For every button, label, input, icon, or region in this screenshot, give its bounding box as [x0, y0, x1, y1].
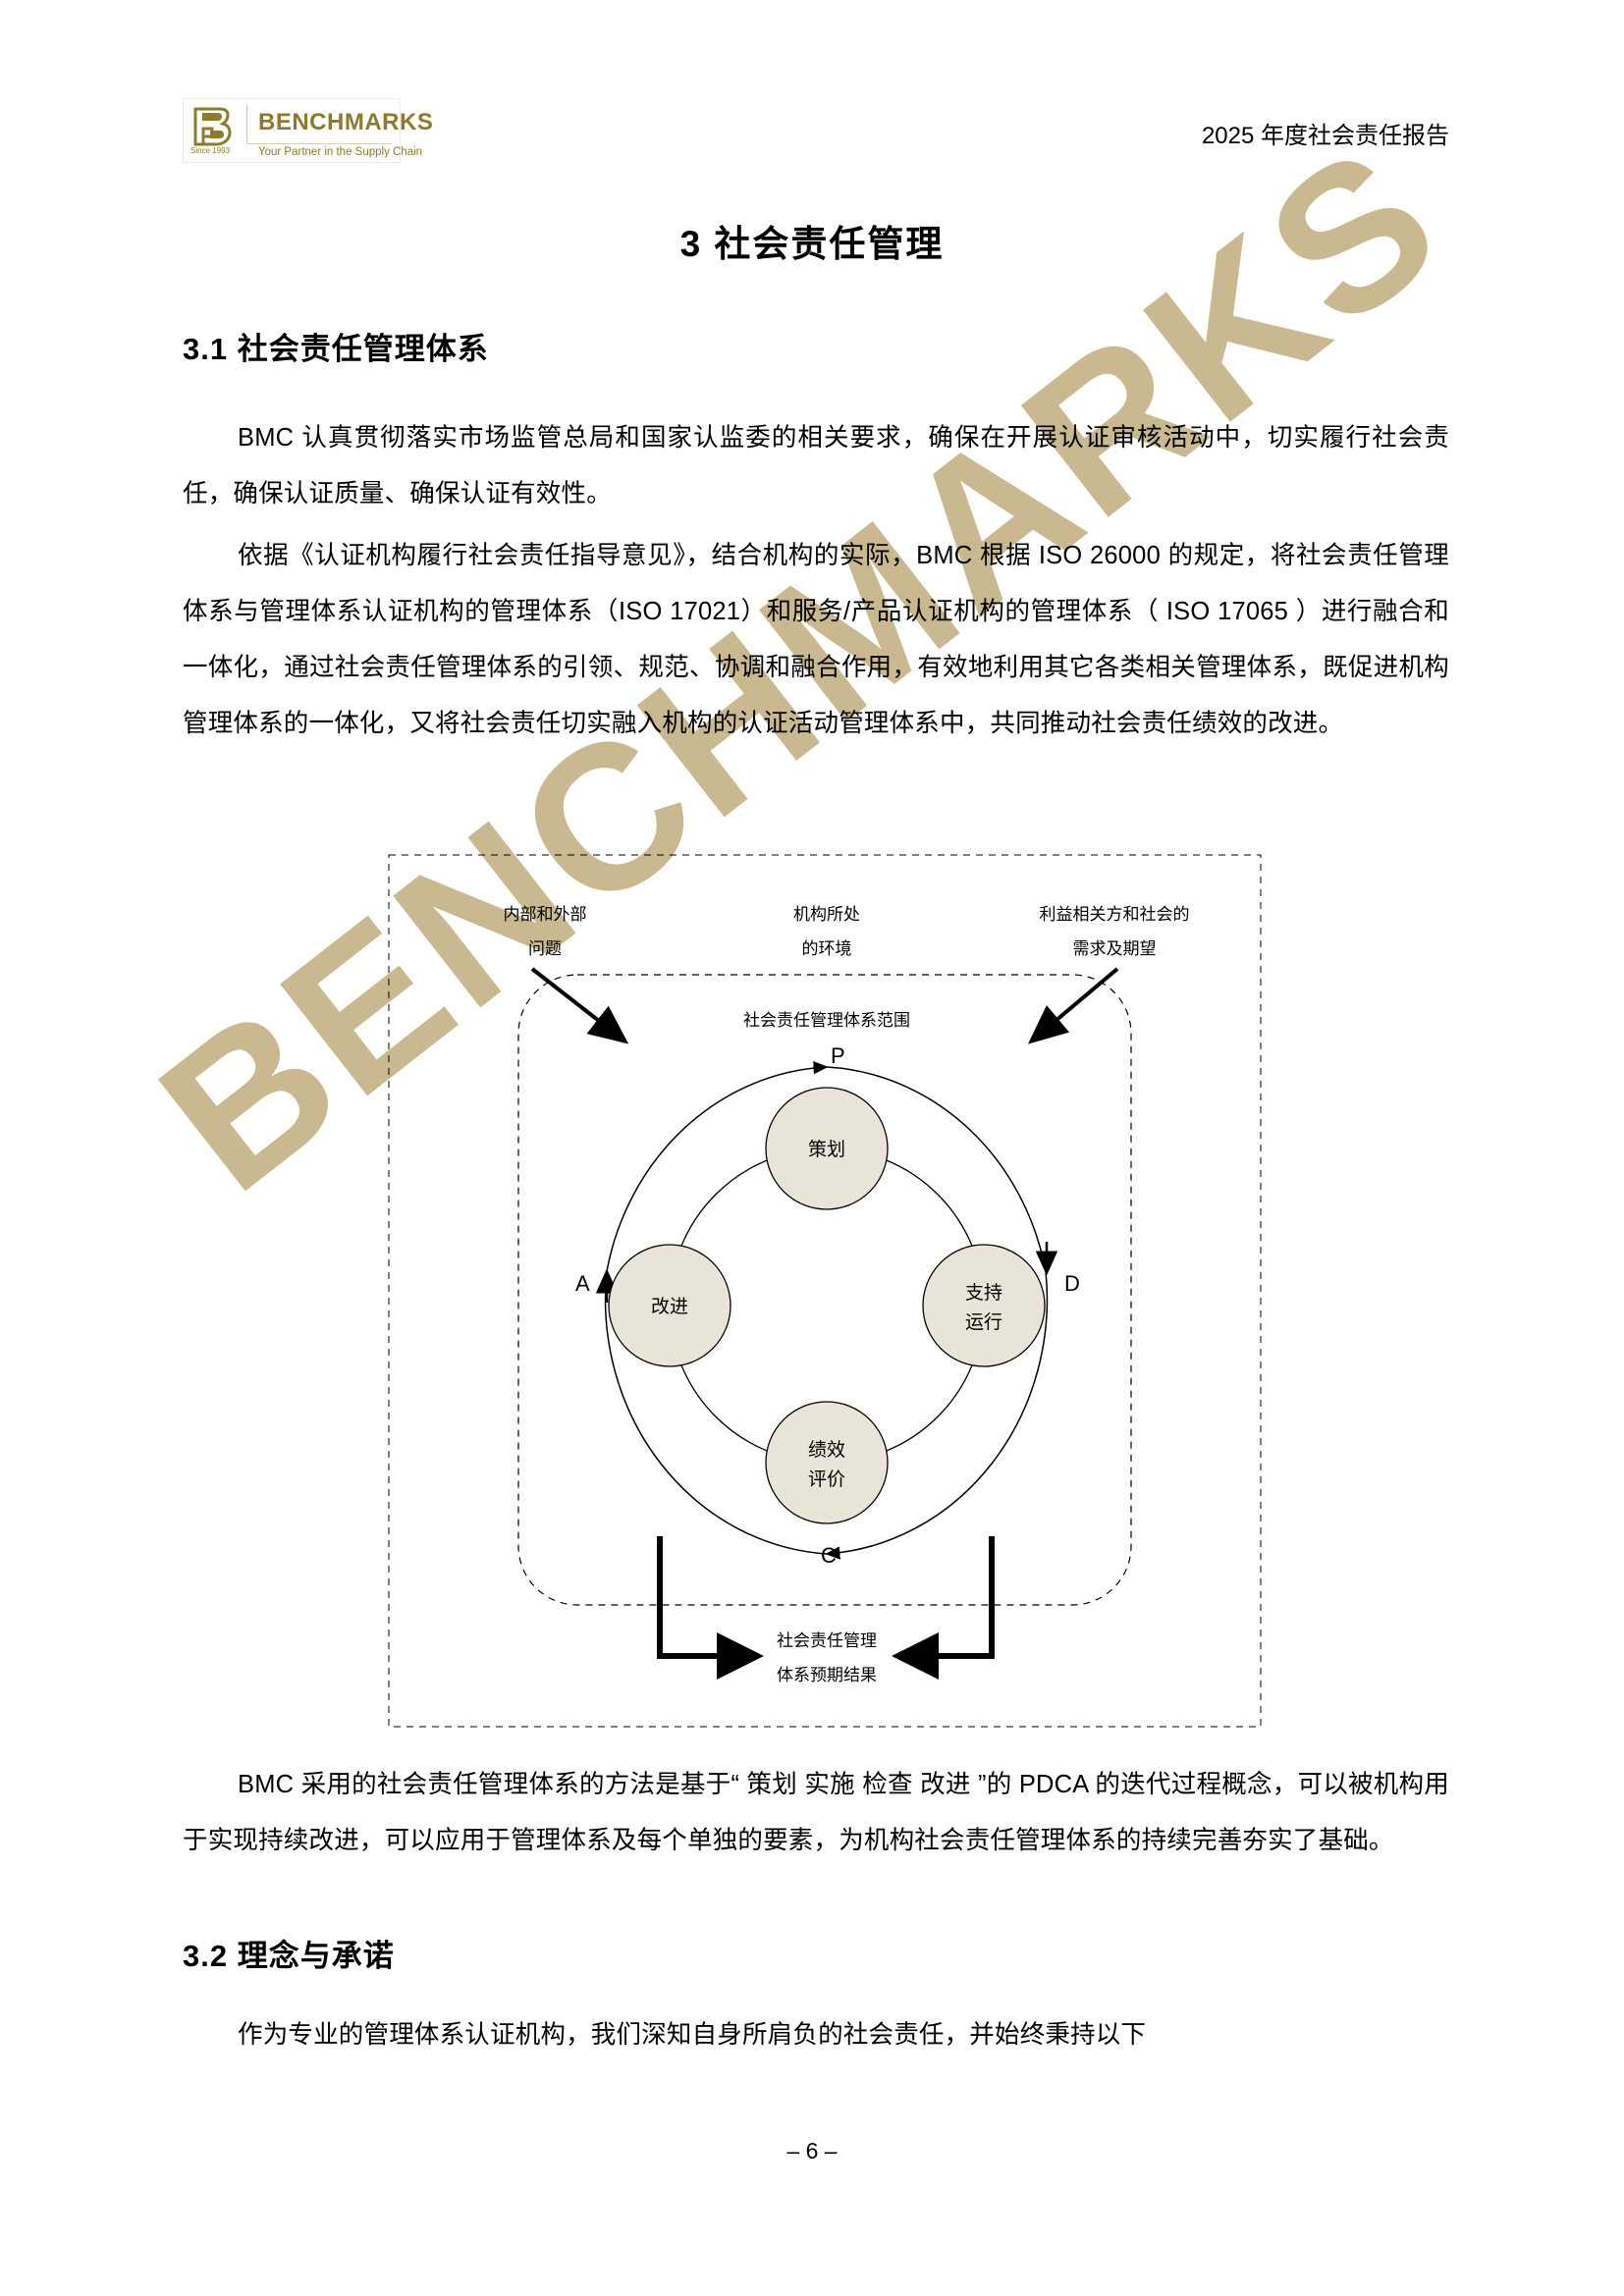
node-do — [922, 1244, 1046, 1367]
ring-arc-c-to-a — [604, 1270, 828, 1555]
outcome-arrow-left — [657, 1536, 764, 1680]
label-internal-external-line2: 问题 — [528, 939, 562, 958]
logo-tagline: Your Partner in the Supply Chain — [258, 146, 423, 158]
label-stakeholders-line2: 需求及期望 — [1073, 939, 1157, 958]
node-do-label-line1: 支持 — [965, 1282, 1002, 1304]
node-do-label-line2: 运行 — [965, 1311, 1002, 1333]
cycle-letter-d: D — [1064, 1271, 1080, 1296]
page-number: – 6 – — [786, 2138, 838, 2163]
cycle-letter-a: A — [575, 1271, 590, 1296]
logo-since-text: Since 1993 — [190, 146, 231, 155]
node-check-label-line2: 评价 — [808, 1469, 845, 1490]
node-plan-label: 策划 — [808, 1139, 845, 1160]
arrow-inputs-left — [530, 967, 629, 1044]
paragraph-4: 作为专业的管理体系认证机构，我们深知自身所肩负的社会责任，并始终秉持以下 — [238, 2021, 1147, 2049]
label-internal-external-line1: 内部和外部 — [504, 905, 587, 924]
paragraph-3: BMC 采用的社会责任管理体系的方法是基于“ 策划 实施 检查 改进 ”的 PD… — [183, 1771, 1449, 1854]
cycle-letter-c: C — [821, 1543, 837, 1568]
logo-rule — [246, 143, 392, 144]
outcome-label-line1: 社会责任管理 — [777, 1631, 877, 1650]
pdca-diagram: 内部和外部 问题 机构所处 的环境 利益相关方和社会的 需求及期望 社会责任管理… — [383, 849, 1267, 1733]
ring-arc-d-to-c — [825, 1270, 1049, 1560]
heading-3-2: 3.2 理念与承诺 — [183, 1939, 395, 1973]
label-environment-line1: 机构所处 — [793, 905, 860, 924]
logo-mark-icon — [193, 107, 232, 146]
arrow-inputs-right — [1027, 967, 1119, 1044]
node-act-label: 改进 — [651, 1296, 688, 1317]
logo-divider — [246, 105, 247, 142]
cycle-letter-p: P — [831, 1043, 845, 1068]
page-header: BENCHMARKS Since 1993 Your Partner in th… — [183, 98, 1449, 167]
scope-label: 社会责任管理体系范围 — [743, 1011, 910, 1030]
outcome-label-line2: 体系预期结果 — [777, 1666, 877, 1684]
ring-arc-a-to-p — [606, 1060, 829, 1272]
header-report-title: 2025 年度社会责任报告 — [1201, 123, 1449, 149]
node-plan — [765, 1087, 889, 1210]
ring-arc-p-to-d — [826, 1066, 1047, 1272]
page-title: 3 社会责任管理 — [679, 224, 945, 264]
node-check-label-line1: 绩效 — [808, 1439, 845, 1461]
scope-boundary — [517, 974, 1132, 1606]
node-check — [765, 1401, 889, 1524]
diagram-outer-frame — [388, 854, 1262, 1728]
company-logo: BENCHMARKS Since 1993 Your Partner in th… — [183, 98, 433, 163]
heading-3-1: 3.1 社会责任管理体系 — [183, 332, 489, 366]
label-environment-line2: 的环境 — [802, 939, 852, 958]
label-stakeholders-line1: 利益相关方和社会的 — [1040, 905, 1190, 924]
paragraph-2: 依据《认证机构履行社会责任指导意见》，结合机构的实际，BMC 根据 ISO 26… — [183, 542, 1449, 737]
paragraph-1: BMC 认真贯彻落实市场监管总局和国家认监委的相关要求，确保在开展认证审核活动中… — [183, 424, 1449, 507]
node-act — [608, 1244, 731, 1367]
outcome-arrow-right — [892, 1536, 995, 1680]
logo-brand-name: BENCHMARKS — [258, 109, 434, 135]
